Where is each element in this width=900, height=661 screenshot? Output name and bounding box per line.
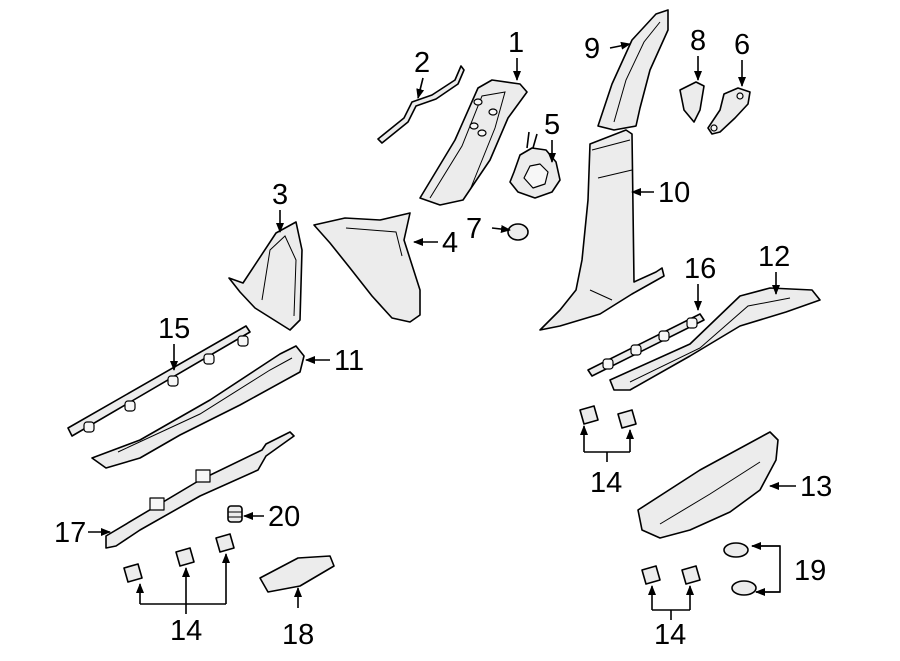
part-20-clip [227,505,243,523]
part-8-trim-piece [679,81,705,123]
part-10-center-pillar [539,129,665,331]
part-15-retainer [67,325,251,437]
label-2: 2 [414,47,430,79]
part-2-strip [377,65,465,144]
part-5-handle [509,131,561,199]
label-14-bottom-left: 14 [170,615,202,647]
part-14-clips-right-bottom [641,565,701,585]
label-11: 11 [334,345,364,377]
part-12-rear-sill [609,287,821,391]
leader-lines [88,41,796,620]
label-6: 6 [734,29,750,61]
label-15: 15 [158,313,190,345]
part-7-plug [507,223,529,241]
part-1-pillar-trim [419,79,528,206]
part-14-clips-left [123,533,235,583]
label-8: 8 [690,25,706,57]
label-12: 12 [758,241,790,273]
label-9: 9 [584,33,600,65]
label-16: 16 [684,253,716,285]
part-17-bracket [105,431,295,549]
label-18: 18 [282,619,314,651]
label-14-right-middle: 14 [590,467,622,499]
part-4-cowl-trim [313,212,421,323]
part-16-rear-retainer [587,313,705,377]
label-10: 10 [658,177,690,209]
part-9-upper-pillar [597,9,669,131]
part-18-cover [259,555,335,593]
part-6-trim-piece [707,87,751,135]
label-5: 5 [544,109,560,141]
label-3: 3 [272,179,288,211]
part-11-front-sill [91,345,305,469]
part-13-scuff-plate [637,431,779,539]
part-3-kick-panel [228,221,303,331]
label-14-bottom-right: 14 [654,619,686,651]
label-1: 1 [508,27,524,59]
part-14-clips-right-middle [579,405,637,429]
label-7: 7 [466,213,482,245]
part-19-plugs [723,542,757,596]
label-19: 19 [794,555,826,587]
label-13: 13 [800,471,832,503]
label-17: 17 [54,517,86,549]
label-4: 4 [442,227,458,259]
label-20: 20 [268,501,300,533]
